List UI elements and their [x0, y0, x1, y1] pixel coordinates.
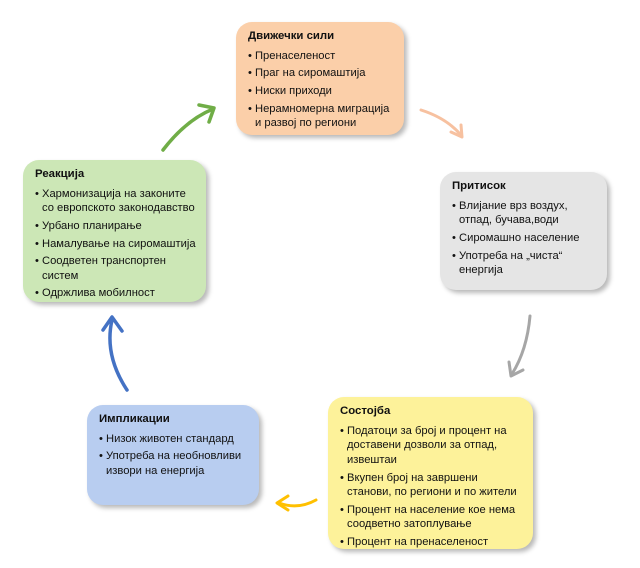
- impact-list: Низок животен стандард Употреба на необн…: [99, 432, 250, 479]
- list-item: Влијание врз воздух, отпад, бучава,води: [452, 199, 598, 228]
- list-item: Низок животен стандард: [99, 432, 250, 447]
- pressure-box: Притисок Влијание врз воздух, отпад, буч…: [440, 172, 607, 290]
- response-box: Реакција Хармонизација на законите со ев…: [23, 160, 206, 302]
- list-item: Хармонизација на законите со европското …: [35, 187, 197, 216]
- arrow-impact-to-response: [101, 315, 129, 392]
- arrow-state-to-impact: [275, 494, 318, 512]
- state-title: Состојба: [340, 405, 391, 417]
- list-item: Намалување на сиромаштија: [35, 237, 197, 252]
- list-item: Одржлива мобилност: [35, 286, 197, 301]
- arrow-driving-to-pressure: [419, 108, 464, 139]
- list-item: Праг на сиромаштија: [248, 66, 395, 81]
- response-list: Хармонизација на законите со европското …: [35, 187, 197, 301]
- list-item: Процент на пренаселеност: [340, 535, 524, 550]
- list-item: Сиромашно население: [452, 231, 598, 246]
- list-item: Соодветен транспортен систем: [35, 254, 197, 283]
- driving-forces-box: Движечки сили Пренаселеност Праг на сиро…: [236, 22, 404, 135]
- list-item: Употреба на „чиста“ енергија: [452, 249, 598, 278]
- impact-title: Импликации: [99, 413, 170, 425]
- list-item: Употреба на необновливи извори на енерги…: [99, 449, 250, 478]
- impact-box: Импликации Низок животен стандард Употре…: [87, 405, 259, 505]
- arrow-pressure-to-state: [507, 314, 532, 378]
- state-list: Податоци за број и процент на доставени …: [340, 424, 524, 550]
- list-item: Податоци за број и процент на доставени …: [340, 424, 524, 468]
- list-item: Вкупен број на завршени станови, по реги…: [340, 471, 524, 500]
- pressure-title: Притисок: [452, 180, 506, 192]
- list-item: Нерамномерна миграција и развој по регио…: [248, 102, 395, 131]
- response-title: Реакција: [35, 168, 85, 180]
- driving-forces-title: Движечки сили: [248, 30, 335, 42]
- state-box: Состојба Податоци за број и процент на д…: [328, 397, 533, 549]
- list-item: Процент на население кое нема соодветно …: [340, 503, 524, 532]
- arrow-response-to-driving: [161, 103, 216, 152]
- list-item: Урбано планирање: [35, 219, 197, 234]
- list-item: Ниски приходи: [248, 84, 395, 99]
- pressure-list: Влијание врз воздух, отпад, бучава,води …: [452, 199, 598, 278]
- list-item: Пренаселеност: [248, 49, 395, 64]
- driving-forces-list: Пренаселеност Праг на сиромаштија Ниски …: [248, 49, 395, 131]
